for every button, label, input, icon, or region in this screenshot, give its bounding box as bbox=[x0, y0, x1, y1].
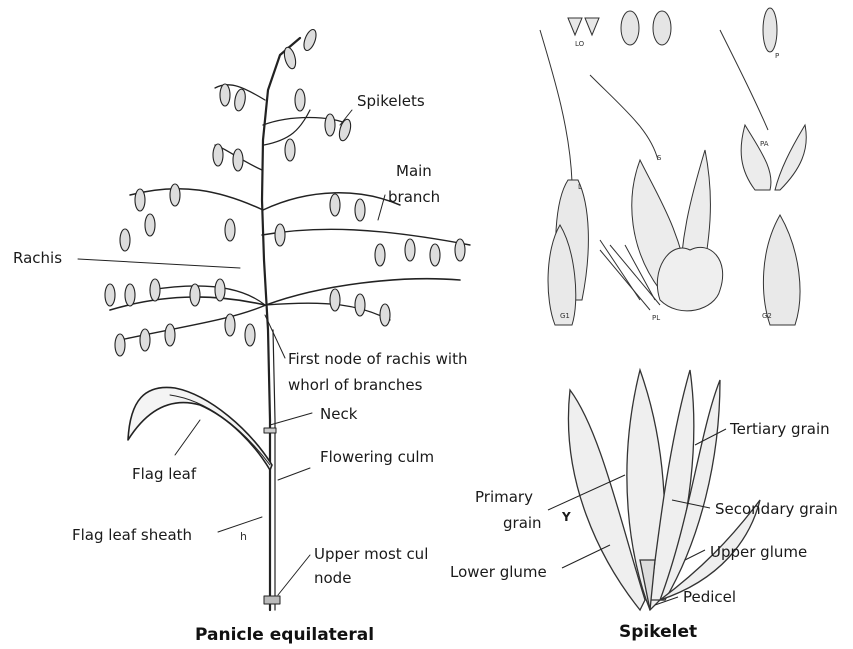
label-pedicel: Pedicel bbox=[683, 588, 736, 606]
label-upper-node-1: Upper most cul bbox=[314, 545, 428, 563]
plate-label-l: L bbox=[578, 183, 582, 191]
pa-shape bbox=[741, 125, 806, 190]
label-primary-grain-2: grain bbox=[503, 514, 542, 532]
label-primary-grain-1: Primary bbox=[475, 488, 533, 506]
big-spikelet bbox=[568, 370, 760, 610]
label-main-branch-2: branch bbox=[388, 188, 440, 206]
label-spikelets: Spikelets bbox=[357, 92, 425, 110]
label-secondary-grain: Secondary grain bbox=[715, 500, 838, 518]
awn-line bbox=[540, 30, 572, 182]
glume-two-shape bbox=[763, 215, 800, 325]
label-rachis: Rachis bbox=[13, 249, 62, 267]
caption-panicle: Panicle equilateral bbox=[195, 625, 374, 645]
lodicule-icon bbox=[568, 18, 599, 35]
label-main-branch-1: Main bbox=[396, 162, 432, 180]
label-flag-leaf: Flag leaf bbox=[132, 465, 196, 483]
caption-spikelet: Spikelet bbox=[619, 622, 697, 642]
palea-icon bbox=[763, 8, 777, 52]
label-tertiary-grain: Tertiary grain bbox=[730, 420, 830, 438]
plate-label-g1: G1 bbox=[560, 312, 570, 320]
label-lower-glume: Lower glume bbox=[450, 563, 547, 581]
grain-icon bbox=[653, 11, 671, 45]
plate-label-pa: PA bbox=[760, 140, 769, 148]
label-neck: Neck bbox=[320, 405, 357, 423]
grain-icon bbox=[621, 11, 639, 45]
plate-label-lo: LO bbox=[575, 40, 584, 48]
label-first-node-1: First node of rachis with bbox=[288, 350, 467, 368]
label-upper-node-2: node bbox=[314, 569, 351, 587]
label-flowering-culm: Flowering culm bbox=[320, 448, 434, 466]
label-first-node-2: whorl of branches bbox=[288, 376, 422, 394]
label-sheath-mark: h bbox=[240, 530, 247, 543]
label-flag-leaf-sheath: Flag leaf sheath bbox=[72, 526, 192, 544]
plate-label-g2: G2 bbox=[762, 312, 772, 320]
label-upper-glume: Upper glume bbox=[710, 543, 807, 561]
plate-label-pl: PL bbox=[652, 314, 660, 322]
awn-line bbox=[720, 30, 768, 130]
label-y-mark: Y bbox=[562, 508, 571, 526]
plate-label-p: P bbox=[775, 52, 779, 60]
awn-line bbox=[590, 75, 658, 160]
plate-label-s: S bbox=[657, 154, 661, 162]
